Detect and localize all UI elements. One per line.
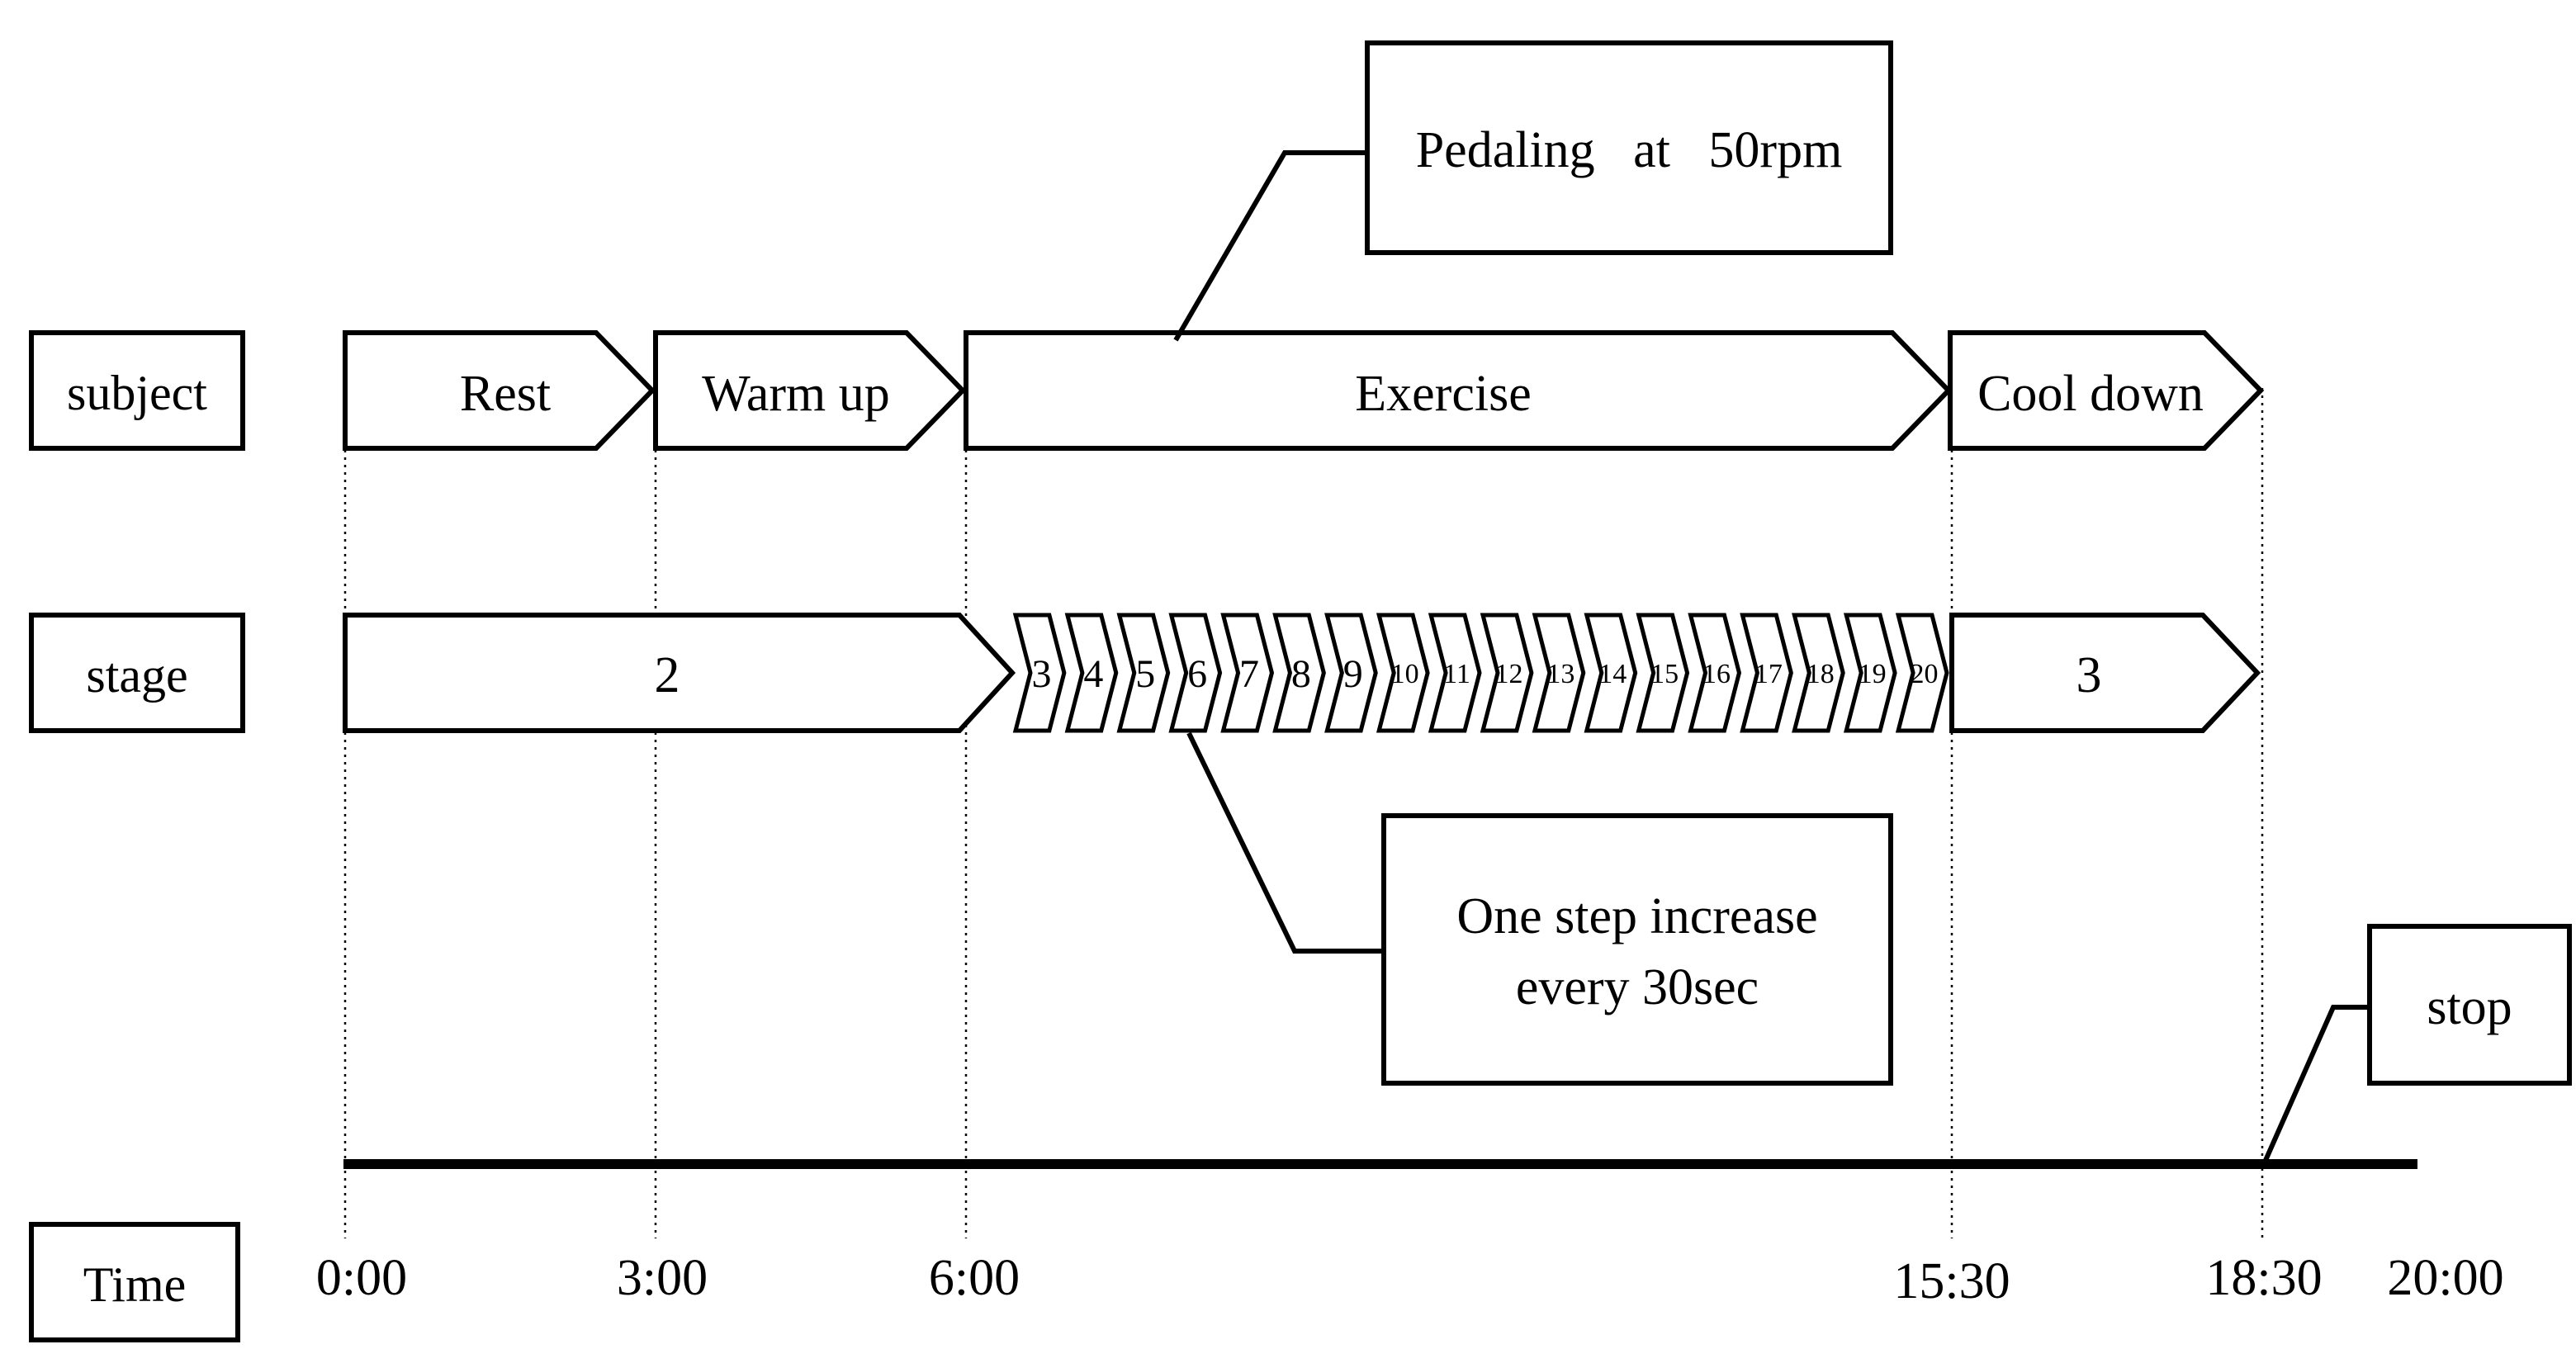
callout-stop-text: stop <box>2427 979 2512 1035</box>
stage-step-label: 11 <box>1443 659 1470 689</box>
phase-exercise: Exercise <box>964 330 1953 451</box>
stage-step-chevron <box>1792 613 1845 733</box>
stage-step: 16 <box>1688 613 1742 733</box>
stage-step: 9 <box>1324 613 1378 733</box>
stage-initial: 2 <box>343 613 1016 733</box>
stage-step: 18 <box>1792 613 1845 733</box>
phase-warm-up-label: Warm up <box>702 366 889 422</box>
stage-final: 3 <box>1949 613 2261 733</box>
stage-step-label: 9 <box>1343 652 1363 696</box>
stage-step: 8 <box>1272 613 1326 733</box>
callout-step-increase-line2: every 30sec <box>1516 959 1759 1015</box>
callout-step-increase: One step increase every 30sec <box>1186 731 1893 1086</box>
phase-warm-up: Warm up <box>653 330 967 451</box>
time-ticks: 0:00 3:00 6:00 15:30 18:30 20:00 <box>316 1250 2504 1309</box>
callout-step-increase-line1: One step increase <box>1456 888 1817 944</box>
stage-step-chevron <box>1895 613 1949 733</box>
stage-step-label: 6 <box>1187 652 1207 696</box>
stage-step: 12 <box>1480 613 1534 733</box>
stage-step: 15 <box>1636 613 1690 733</box>
row-label-stage: stage <box>29 613 245 733</box>
stage-step-label: 4 <box>1083 652 1103 696</box>
stage-step-label: 14 <box>1598 659 1627 689</box>
row-label-time-text: Time <box>83 1257 187 1312</box>
stage-step-chevron <box>1636 613 1690 733</box>
stage-step-label: 17 <box>1754 659 1783 689</box>
stage-step: 19 <box>1843 613 1897 733</box>
time-tick-label: 0:00 <box>316 1250 407 1306</box>
stage-step: 7 <box>1220 613 1275 733</box>
stage-final-label: 3 <box>2076 647 2102 703</box>
callout-pedaling: Pedaling at 50rpm <box>1173 40 1893 342</box>
stage-step-chevron <box>1843 613 1897 733</box>
row-label-stage-text: stage <box>86 648 187 703</box>
stage-step: 20 <box>1895 613 1949 733</box>
time-tick-label: 18:30 <box>2205 1250 2322 1306</box>
stage-step: 13 <box>1532 613 1586 733</box>
time-tick-label: 20:00 <box>2387 1250 2503 1306</box>
callout-pedaling-text: Pedaling at 50rpm <box>1416 122 1843 178</box>
guide-lines <box>343 388 2264 1238</box>
stage-step-label: 3 <box>1031 652 1051 696</box>
stage-step-chevron <box>1584 613 1638 733</box>
stage-step-label: 8 <box>1291 652 1311 696</box>
phase-cool-down: Cool down <box>1948 330 2265 451</box>
row-label-subject: subject <box>29 330 245 451</box>
stage-step-chevron <box>1376 613 1430 733</box>
stage-step-label: 18 <box>1807 659 1835 689</box>
stage-step-chevron <box>1688 613 1742 733</box>
stage-step: 6 <box>1168 613 1223 733</box>
time-tick-label: 6:00 <box>929 1250 1020 1306</box>
stage-step-chevron <box>1324 613 1378 733</box>
stage-step-chevron <box>1740 613 1793 733</box>
stage-step-label: 5 <box>1135 652 1155 696</box>
stage-step: 14 <box>1584 613 1638 733</box>
stage-step: 3 <box>1012 613 1067 733</box>
stage-step: 10 <box>1376 613 1430 733</box>
stage-step-label: 16 <box>1702 659 1731 689</box>
stage-step: 5 <box>1116 613 1171 733</box>
stage-initial-label: 2 <box>655 647 680 703</box>
stage-step: 4 <box>1064 613 1119 733</box>
stage-step-chevron <box>1480 613 1534 733</box>
stage-step-chevron <box>1012 613 1067 733</box>
phase-rest-label: Rest <box>460 366 551 422</box>
stage-step: 11 <box>1428 613 1482 733</box>
stage-step-chevron <box>1168 613 1223 733</box>
stage-step-chevron <box>1220 613 1275 733</box>
phase-exercise-label: Exercise <box>1355 366 1531 422</box>
stage-step-chevron <box>1116 613 1171 733</box>
stage-step-chevron <box>1428 613 1482 733</box>
stage-step-label: 19 <box>1859 659 1887 689</box>
subject-row: Rest Warm up Exercise Cool down <box>343 330 2265 451</box>
stage-step-label: 7 <box>1239 652 1259 696</box>
stage-step-label: 12 <box>1494 659 1522 689</box>
row-label-subject-text: subject <box>67 366 207 420</box>
stage-step-label: 20 <box>1911 659 1939 689</box>
time-tick-label: 3:00 <box>617 1250 708 1306</box>
row-label-time: Time <box>29 1222 240 1342</box>
stage-step-label: 15 <box>1650 659 1679 689</box>
stage-step-chevron <box>1272 613 1326 733</box>
phase-cool-down-label: Cool down <box>1977 366 2204 422</box>
phase-rest: Rest <box>343 330 656 451</box>
stage-step-chevron <box>1064 613 1119 733</box>
time-tick-label: 15:30 <box>1893 1253 2010 1309</box>
stage-step: 17 <box>1740 613 1793 733</box>
stage-step-label: 13 <box>1546 659 1574 689</box>
stage-step-label: 10 <box>1391 659 1419 689</box>
callout-stop: stop <box>2261 924 2572 1166</box>
stage-step-chevron <box>1532 613 1586 733</box>
